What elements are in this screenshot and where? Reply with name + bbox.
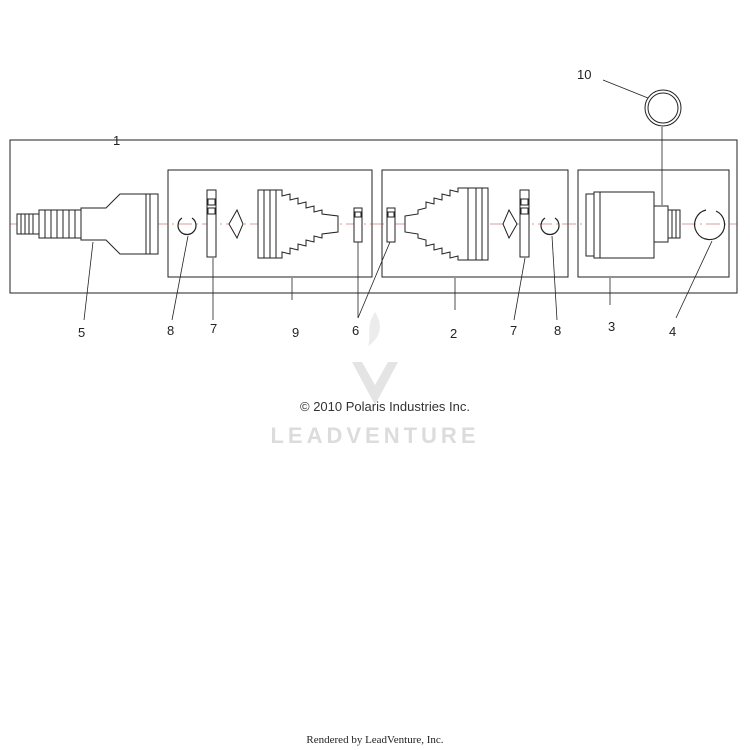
watermark-flame [368,312,380,346]
diamond-clip-right [502,208,518,240]
assembly-frame [9,139,738,294]
leader-lines [83,79,713,321]
outer-cv-joint [16,193,159,255]
circlip-left [177,217,197,236]
clamp-left [206,189,217,258]
inner-cv-joint [585,191,681,259]
rendered-by-text: Rendered by LeadVenture, Inc. [306,734,444,746]
clamp-right [519,189,530,258]
callout-7-left: 7 [210,321,217,336]
callout-8-left: 8 [167,323,174,338]
callout-4: 4 [669,324,676,339]
small-clamp-right [386,207,396,243]
diamond-clip-left [228,208,244,240]
callout-10: 10 [577,67,591,82]
callout-3: 3 [608,319,615,334]
outer-boot [257,189,339,259]
copyright-text: © 2010 Polaris Industries Inc. [300,399,470,414]
o-ring [644,89,682,127]
callout-1: 1 [113,133,120,148]
snap-ring [694,209,726,241]
callout-8-right: 8 [554,323,561,338]
circlip-right [540,217,560,236]
watermark-logo [352,362,398,405]
callout-9: 9 [292,325,299,340]
callout-2: 2 [450,326,457,341]
callout-5: 5 [78,325,85,340]
inner-boot [404,187,489,261]
callout-7-right: 7 [510,323,517,338]
small-clamp-left [353,207,363,243]
callout-labels: 1 2 3 4 5 6 7 7 8 8 9 10 [78,67,676,341]
callout-6: 6 [352,323,359,338]
watermark-text: LEADVENTURE [270,423,480,448]
